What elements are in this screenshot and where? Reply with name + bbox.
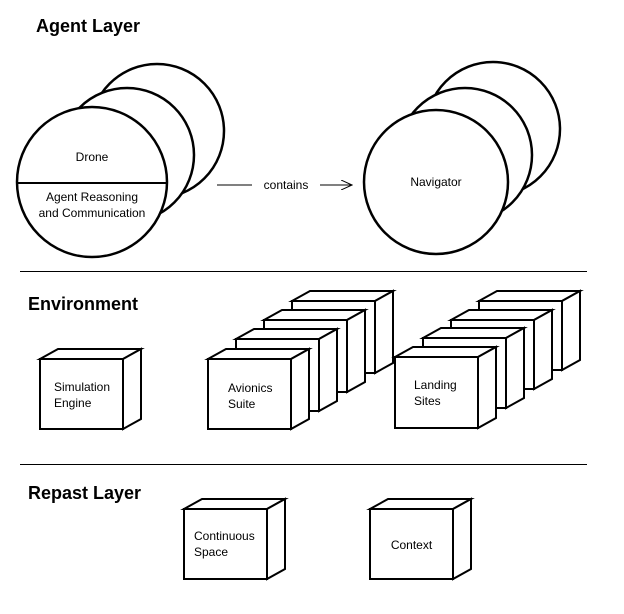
avionics-suite-line1: Avionics — [228, 381, 273, 395]
landing-sites-stack — [391, 289, 584, 430]
drone-reasoning-line1: Agent Reasoning — [45, 190, 139, 204]
navigator-label: Navigator — [410, 175, 462, 189]
avionics-suite-line2: Suite — [228, 397, 256, 411]
drone-reasoning-line2: and Communication — [38, 206, 146, 220]
continuous-space-line2: Space — [194, 545, 229, 559]
context-label: Context — [390, 538, 433, 552]
repast-layer-title: Repast Layer — [28, 483, 142, 503]
simulation-engine-cube — [36, 347, 145, 431]
simulation-engine-line2: Engine — [54, 396, 92, 410]
contains-label: contains — [263, 178, 309, 192]
landing-sites-line1: Landing — [414, 378, 457, 392]
environment-title: Environment — [28, 294, 139, 314]
avionics-suite-stack — [204, 289, 397, 431]
divider-agent-environment — [20, 271, 587, 272]
drone-label: Drone — [75, 150, 109, 164]
continuous-space-line1: Continuous — [194, 529, 255, 543]
navigator-circle-front — [362, 108, 510, 256]
agent-layer-title: Agent Layer — [36, 16, 141, 36]
continuous-space-cube — [180, 497, 289, 581]
context-cube — [366, 497, 475, 581]
simulation-engine-line1: Simulation — [54, 380, 111, 394]
divider-environment-repast — [20, 464, 587, 465]
contains-label-bg — [252, 175, 320, 195]
landing-sites-line2: Sites — [414, 394, 441, 408]
